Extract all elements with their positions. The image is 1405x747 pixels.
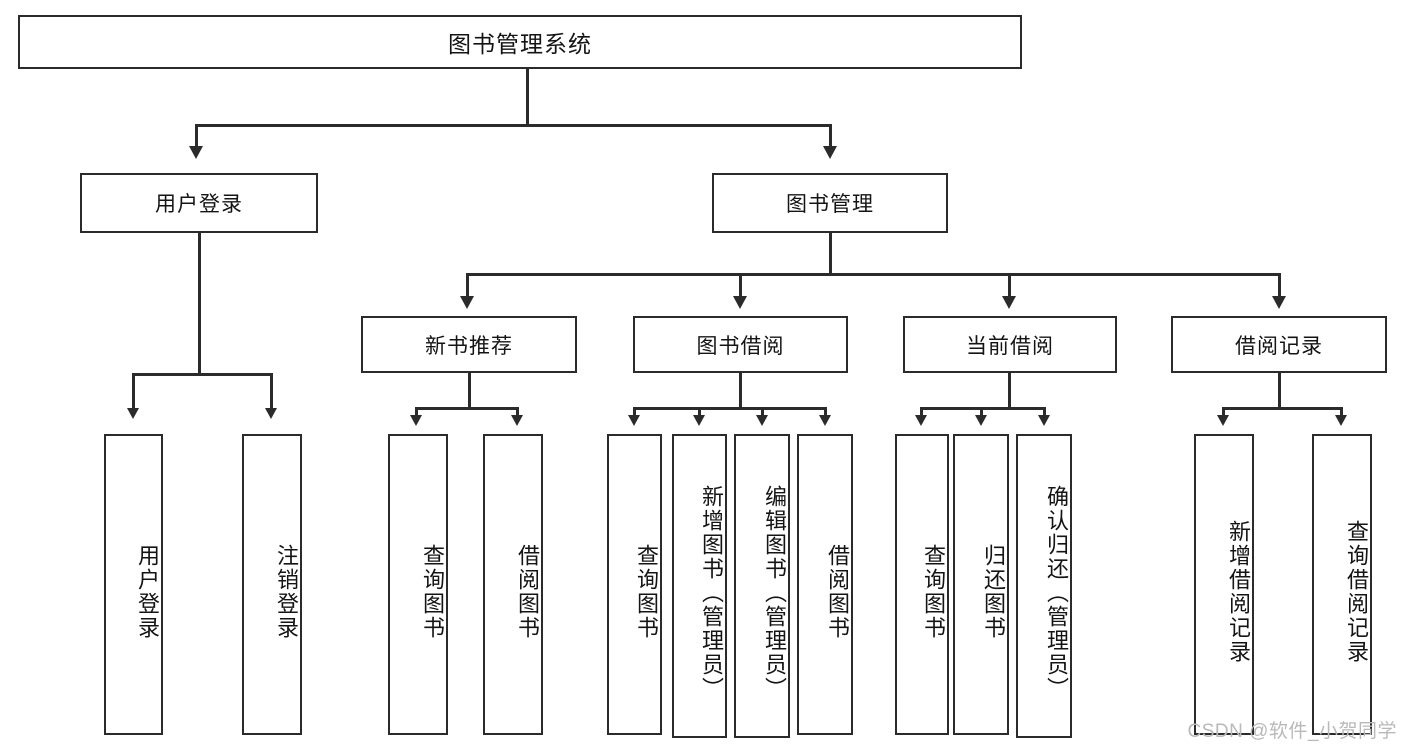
leaf-query-book-recommend[interactable]: 查询图书 xyxy=(388,434,448,735)
connector-borrow-record-bus xyxy=(1223,407,1342,410)
leaf-borrow-book[interactable]: 借阅图书 xyxy=(797,434,853,735)
leaf-query-book-current[interactable]: 查询图书 xyxy=(895,434,949,735)
node-label: 编辑图书（管理员） xyxy=(762,485,787,701)
connector-root-to-book-management xyxy=(829,124,832,149)
node-label: 新增图书（管理员） xyxy=(699,485,724,701)
node-label: 新书推荐 xyxy=(425,334,513,358)
connector-bb-to-leaf-4 xyxy=(824,407,827,418)
connector-borrow-record-stem xyxy=(1278,373,1281,408)
node-new-book-recommend[interactable]: 新书推荐 xyxy=(361,316,577,373)
leaf-return-book[interactable]: 归还图书 xyxy=(953,434,1009,735)
connector-user-login-bus xyxy=(133,373,272,376)
node-current-borrow[interactable]: 当前借阅 xyxy=(903,316,1117,373)
arrow-bb-to-leaf-2 xyxy=(693,415,705,426)
arrow-br-to-leaf-1 xyxy=(1217,415,1229,426)
connector-bm-to-new-book xyxy=(466,273,469,299)
leaf-query-book-borrow[interactable]: 查询图书 xyxy=(607,434,662,735)
node-label: 图书借阅 xyxy=(696,334,785,358)
connector-bb-to-leaf-2 xyxy=(698,407,701,418)
arrow-bb-to-leaf-4 xyxy=(819,415,831,426)
leaf-add-book-admin[interactable]: 新增图书（管理员） xyxy=(672,434,727,738)
arrow-nb-to-leaf-1 xyxy=(410,415,422,426)
node-label: 查询图书 xyxy=(634,543,659,640)
arrow-user-login-to-leaf-2 xyxy=(265,408,277,419)
arrow-root-to-user-login xyxy=(189,146,203,159)
connector-book-management-bus xyxy=(467,273,1280,276)
connector-new-book-stem xyxy=(468,373,471,408)
node-label: 借阅图书 xyxy=(515,543,540,640)
arrow-bm-to-book-borrow xyxy=(733,296,747,309)
node-user-login[interactable]: 用户登录 xyxy=(80,173,318,233)
connector-br-to-leaf-1 xyxy=(1222,407,1225,418)
connector-current-borrow-stem xyxy=(1008,373,1011,408)
node-label: 图书管理系统 xyxy=(448,31,592,57)
connector-nb-to-leaf-2 xyxy=(516,407,519,418)
connector-cb-to-leaf-2 xyxy=(980,407,983,418)
node-label: 归还图书 xyxy=(981,543,1006,640)
connector-current-borrow-bus xyxy=(921,407,1045,410)
node-borrow-record[interactable]: 借阅记录 xyxy=(1171,316,1387,373)
connector-bb-to-leaf-3 xyxy=(761,407,764,418)
connector-cb-to-leaf-1 xyxy=(920,407,923,418)
node-root-book-management-system[interactable]: 图书管理系统 xyxy=(18,15,1022,69)
connector-bm-to-current-borrow xyxy=(1008,273,1011,299)
node-label: 新增借阅记录 xyxy=(1226,519,1251,664)
connector-book-borrow-bus xyxy=(634,407,826,410)
connector-br-to-leaf-2 xyxy=(1340,407,1343,418)
connector-user-login-to-leaf-1 xyxy=(132,373,135,410)
connector-root-bus xyxy=(196,124,832,127)
node-label: 借阅记录 xyxy=(1235,334,1323,358)
connector-user-login-stem xyxy=(198,233,201,374)
node-label: 用户登录 xyxy=(135,543,160,640)
arrow-bb-to-leaf-1 xyxy=(628,415,640,426)
arrow-root-to-book-management xyxy=(823,146,837,159)
arrow-cb-to-leaf-2 xyxy=(975,415,987,426)
arrow-user-login-to-leaf-1 xyxy=(127,408,139,419)
node-label: 当前借阅 xyxy=(966,334,1054,358)
leaf-logout[interactable]: 注销登录 xyxy=(242,434,302,735)
leaf-user-login[interactable]: 用户登录 xyxy=(104,434,163,735)
connector-cb-to-leaf-3 xyxy=(1043,407,1046,418)
arrow-cb-to-leaf-3 xyxy=(1038,415,1050,426)
connector-bb-to-leaf-1 xyxy=(633,407,636,418)
node-label: 注销登录 xyxy=(274,543,299,640)
arrow-bm-to-borrow-record xyxy=(1272,296,1286,309)
connector-root-stem xyxy=(526,69,529,125)
node-label: 查询图书 xyxy=(921,543,946,640)
node-label: 查询图书 xyxy=(420,543,445,640)
node-book-borrow[interactable]: 图书借阅 xyxy=(633,316,848,373)
connector-new-book-bus xyxy=(416,407,518,410)
connector-bm-to-borrow-record xyxy=(1278,273,1281,299)
node-label: 确认归还（管理员） xyxy=(1044,485,1069,701)
connector-bm-to-book-borrow xyxy=(739,273,742,299)
node-label: 查询借阅记录 xyxy=(1344,519,1369,664)
arrow-bb-to-leaf-3 xyxy=(756,415,768,426)
arrow-cb-to-leaf-1 xyxy=(915,415,927,426)
leaf-confirm-return-admin[interactable]: 确认归还（管理员） xyxy=(1016,434,1072,738)
leaf-borrow-book-recommend[interactable]: 借阅图书 xyxy=(483,434,543,735)
connector-book-borrow-stem xyxy=(739,373,742,408)
arrow-nb-to-leaf-2 xyxy=(511,415,523,426)
arrow-bm-to-current-borrow xyxy=(1002,296,1016,309)
arrow-br-to-leaf-2 xyxy=(1335,415,1347,426)
leaf-query-borrow-record[interactable]: 查询借阅记录 xyxy=(1312,434,1372,735)
connector-book-management-stem xyxy=(829,233,832,274)
leaf-edit-book-admin[interactable]: 编辑图书（管理员） xyxy=(734,434,790,738)
node-label: 借阅图书 xyxy=(825,543,850,640)
leaf-add-borrow-record[interactable]: 新增借阅记录 xyxy=(1194,434,1254,735)
node-label: 图书管理 xyxy=(786,193,874,216)
connector-user-login-to-leaf-2 xyxy=(270,373,273,410)
connector-root-to-user-login xyxy=(195,124,198,149)
node-label: 用户登录 xyxy=(155,193,243,216)
node-book-management[interactable]: 图书管理 xyxy=(712,173,948,233)
connector-nb-to-leaf-1 xyxy=(415,407,418,418)
arrow-bm-to-new-book xyxy=(460,296,474,309)
